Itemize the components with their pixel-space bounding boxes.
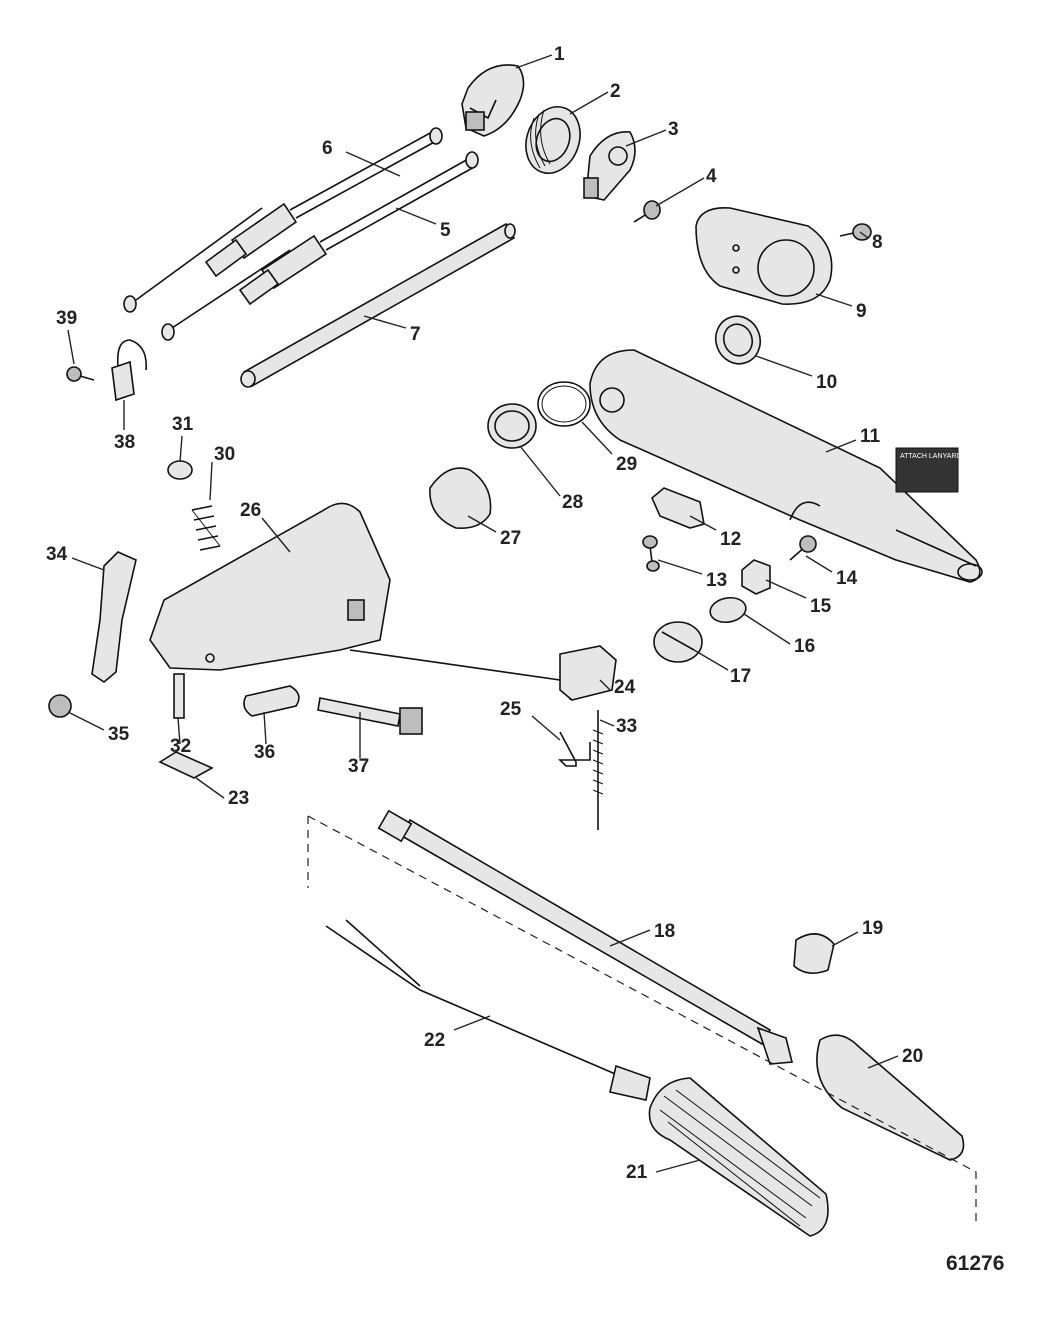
part-22-cable xyxy=(325,919,651,1101)
callout-14: 14 xyxy=(836,568,858,589)
part-2-bushing xyxy=(525,106,581,174)
callout-31: 31 xyxy=(172,414,194,435)
part-35-screw xyxy=(48,694,72,718)
callout-30: 30 xyxy=(214,444,235,465)
part-16-ring xyxy=(709,596,747,624)
callout-15: 15 xyxy=(810,596,832,617)
part-6-gas-spring xyxy=(123,127,443,313)
part-34-lever xyxy=(91,551,137,683)
part-1-clamp xyxy=(461,64,525,137)
part-5-gas-spring xyxy=(161,151,479,341)
part-7-rod xyxy=(240,222,516,388)
callout-35: 35 xyxy=(108,724,130,745)
callout-11: 11 xyxy=(860,426,881,447)
part-13-screw xyxy=(642,535,660,572)
callout-22: 22 xyxy=(424,1030,445,1051)
callout-34: 34 xyxy=(46,544,68,565)
callout-26: 26 xyxy=(240,500,261,521)
callout-36: 36 xyxy=(254,742,275,763)
part-24-switch xyxy=(349,645,617,701)
part-27-gasket xyxy=(429,467,492,530)
callout-1: 1 xyxy=(554,44,565,65)
callout-18: 18 xyxy=(654,921,675,942)
decal-text: ATTACH LANYARD xyxy=(900,453,961,460)
parts-drawing: ATTACH LANYARD xyxy=(48,64,983,1237)
callout-25: 25 xyxy=(500,699,522,720)
part-11-tiller-arm xyxy=(589,349,983,583)
callout-32: 32 xyxy=(170,736,191,757)
leader-lines xyxy=(67,54,899,1173)
part-33-spring xyxy=(592,710,604,830)
assembly-outline xyxy=(307,815,977,1222)
attach-lanyard-decal: ATTACH LANYARD xyxy=(895,447,961,493)
part-29-ring xyxy=(537,381,591,427)
callout-21: 21 xyxy=(626,1162,648,1183)
part-19-bushing xyxy=(793,933,835,974)
part-8-screw xyxy=(839,223,872,241)
callout-4: 4 xyxy=(706,166,717,187)
callout-9: 9 xyxy=(856,301,867,322)
part-15-clip xyxy=(741,559,771,595)
callout-20: 20 xyxy=(902,1046,923,1067)
callout-6: 6 xyxy=(322,138,333,159)
part-32-strip xyxy=(173,673,185,719)
part-17-knob xyxy=(653,621,703,663)
callout-38: 38 xyxy=(114,432,135,453)
part-20-grip-sleeve xyxy=(816,1034,965,1161)
callout-33: 33 xyxy=(616,716,637,737)
callout-2: 2 xyxy=(610,81,621,102)
callout-39: 39 xyxy=(56,308,77,329)
callout-29: 29 xyxy=(616,454,637,475)
part-36-plate xyxy=(243,685,300,717)
callout-labels: 1 2 3 4 5 6 7 8 9 10 11 12 13 14 15 16 1… xyxy=(46,44,923,1183)
callout-7: 7 xyxy=(410,324,421,345)
part-10-ring xyxy=(714,315,762,365)
part-25-clip xyxy=(558,731,591,767)
callout-17: 17 xyxy=(730,666,751,687)
part-12-bracket xyxy=(651,487,705,529)
callout-27: 27 xyxy=(500,528,521,549)
callout-10: 10 xyxy=(816,372,837,393)
part-9-arm-cover xyxy=(695,207,833,305)
callout-28: 28 xyxy=(562,492,583,513)
callout-37: 37 xyxy=(348,756,369,777)
part-28-ring xyxy=(487,403,537,449)
part-18-throttle-shaft xyxy=(377,809,794,1065)
part-38-clip xyxy=(111,339,147,402)
callout-8: 8 xyxy=(872,232,883,253)
part-21-grip xyxy=(648,1077,829,1237)
callout-16: 16 xyxy=(794,636,815,657)
part-4-screw xyxy=(633,200,661,223)
part-30-spring xyxy=(191,505,221,551)
part-39-screw xyxy=(66,366,95,382)
part-37-bolt xyxy=(317,697,423,735)
part-14-screw xyxy=(789,535,817,561)
part-26-bracket xyxy=(149,502,391,671)
callout-5: 5 xyxy=(440,220,451,241)
callout-23: 23 xyxy=(228,788,249,809)
callout-13: 13 xyxy=(706,570,727,591)
figure-number: 61276 xyxy=(946,1252,1004,1275)
part-31-nut xyxy=(167,460,193,480)
part-3-plate xyxy=(583,131,636,201)
callout-19: 19 xyxy=(862,918,883,939)
callout-24: 24 xyxy=(614,677,636,698)
callout-12: 12 xyxy=(720,529,741,550)
callout-3: 3 xyxy=(668,119,679,140)
part-23-clip xyxy=(158,751,214,779)
